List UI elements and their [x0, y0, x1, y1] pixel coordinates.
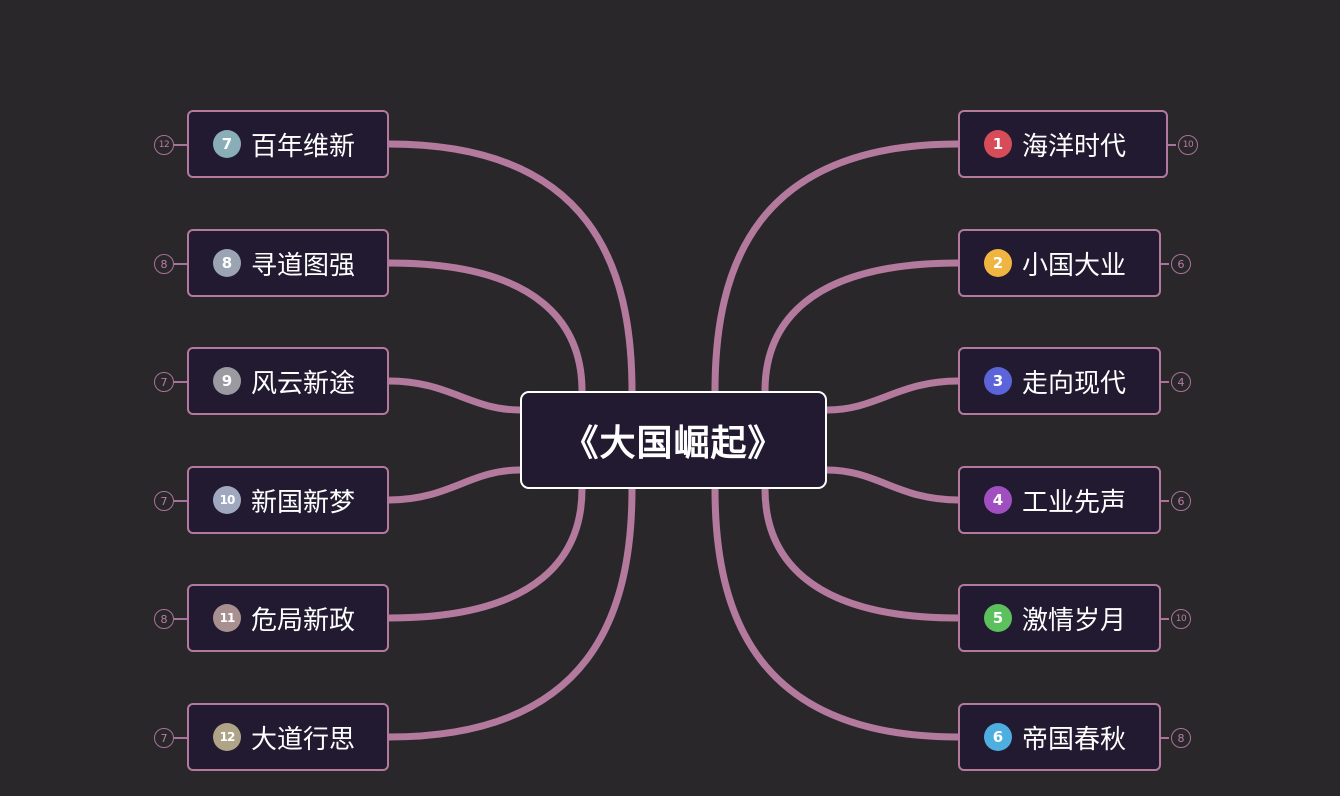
link-right-1: [711, 140, 962, 395]
number-badge-icon: 3: [984, 367, 1012, 395]
branch-label: 百年维新: [251, 131, 356, 162]
branch-label: 风云新途: [251, 368, 356, 399]
connector-stub: [174, 500, 187, 502]
collapsed-count-badge[interactable]: 10: [1171, 609, 1191, 629]
collapsed-count-badge[interactable]: 8: [154, 254, 174, 274]
branch-node-8[interactable]: 8 寻道图强: [187, 229, 389, 297]
connector-stub: [1161, 381, 1169, 383]
number-badge-icon: 1: [984, 130, 1012, 158]
link-left-11: [385, 485, 586, 622]
link-left-8: [385, 259, 586, 395]
collapsed-count-badge[interactable]: 6: [1171, 491, 1191, 511]
link-right-6: [711, 485, 962, 741]
branch-node-6[interactable]: 6 帝国春秋: [958, 703, 1161, 771]
collapsed-count-badge[interactable]: 8: [154, 609, 174, 629]
number-badge-icon: 9: [213, 367, 241, 395]
link-left-9: [385, 377, 524, 414]
collapsed-count-badge[interactable]: 7: [154, 491, 174, 511]
number-badge-icon: 6: [984, 723, 1012, 751]
branch-label: 新国新梦: [251, 487, 356, 518]
collapsed-count-badge[interactable]: 8: [1171, 728, 1191, 748]
collapsed-count-badge[interactable]: 7: [154, 728, 174, 748]
connector-stub: [1161, 737, 1169, 739]
connector-stub: [174, 381, 187, 383]
branch-node-1[interactable]: 1 海洋时代: [958, 110, 1168, 178]
branch-label: 工业先声: [1022, 487, 1127, 518]
branch-node-4[interactable]: 4 工业先声: [958, 466, 1161, 534]
number-badge-icon: 10: [213, 486, 241, 514]
central-topic[interactable]: 《大国崛起》: [520, 391, 827, 489]
branch-label: 海洋时代: [1022, 131, 1127, 162]
branch-node-9[interactable]: 9 风云新途: [187, 347, 389, 415]
link-left-7: [385, 140, 636, 395]
branch-node-3[interactable]: 3 走向现代: [958, 347, 1161, 415]
link-left-10: [385, 466, 524, 504]
number-badge-icon: 2: [984, 249, 1012, 277]
branch-node-11[interactable]: 11 危局新政: [187, 584, 389, 652]
link-right-5: [761, 485, 962, 622]
branch-node-10[interactable]: 10 新国新梦: [187, 466, 389, 534]
connector-stub: [1168, 144, 1176, 146]
branch-label: 寻道图强: [251, 250, 356, 281]
link-right-4: [823, 466, 962, 504]
number-badge-icon: 8: [213, 249, 241, 277]
number-badge-icon: 4: [984, 486, 1012, 514]
link-right-2: [761, 259, 962, 395]
central-topic-label: 《大国崛起》: [562, 423, 785, 464]
connector-stub: [1161, 618, 1169, 620]
connector-stub: [1161, 500, 1169, 502]
collapsed-count-badge[interactable]: 7: [154, 372, 174, 392]
connector-stub: [174, 144, 187, 146]
branch-label: 激情岁月: [1022, 605, 1127, 636]
link-right-3: [823, 377, 962, 414]
branch-node-2[interactable]: 2 小国大业: [958, 229, 1161, 297]
connector-stub: [174, 737, 187, 739]
number-badge-icon: 7: [213, 130, 241, 158]
connector-stub: [1161, 263, 1169, 265]
number-badge-icon: 5: [984, 604, 1012, 632]
branch-label: 大道行思: [251, 724, 356, 755]
branch-label: 帝国春秋: [1022, 724, 1127, 755]
branch-label: 小国大业: [1022, 250, 1127, 281]
branch-label: 走向现代: [1022, 368, 1127, 399]
collapsed-count-badge[interactable]: 10: [1178, 135, 1198, 155]
collapsed-count-badge[interactable]: 6: [1171, 254, 1191, 274]
collapsed-count-badge[interactable]: 4: [1171, 372, 1191, 392]
collapsed-count-badge[interactable]: 12: [154, 135, 174, 155]
branch-node-12[interactable]: 12 大道行思: [187, 703, 389, 771]
connector-stub: [174, 263, 187, 265]
branch-label: 危局新政: [251, 605, 356, 636]
link-left-12: [385, 485, 636, 741]
number-badge-icon: 11: [213, 604, 241, 632]
branch-node-7[interactable]: 7 百年维新: [187, 110, 389, 178]
branch-node-5[interactable]: 5 激情岁月: [958, 584, 1161, 652]
connector-stub: [174, 618, 187, 620]
number-badge-icon: 12: [213, 723, 241, 751]
